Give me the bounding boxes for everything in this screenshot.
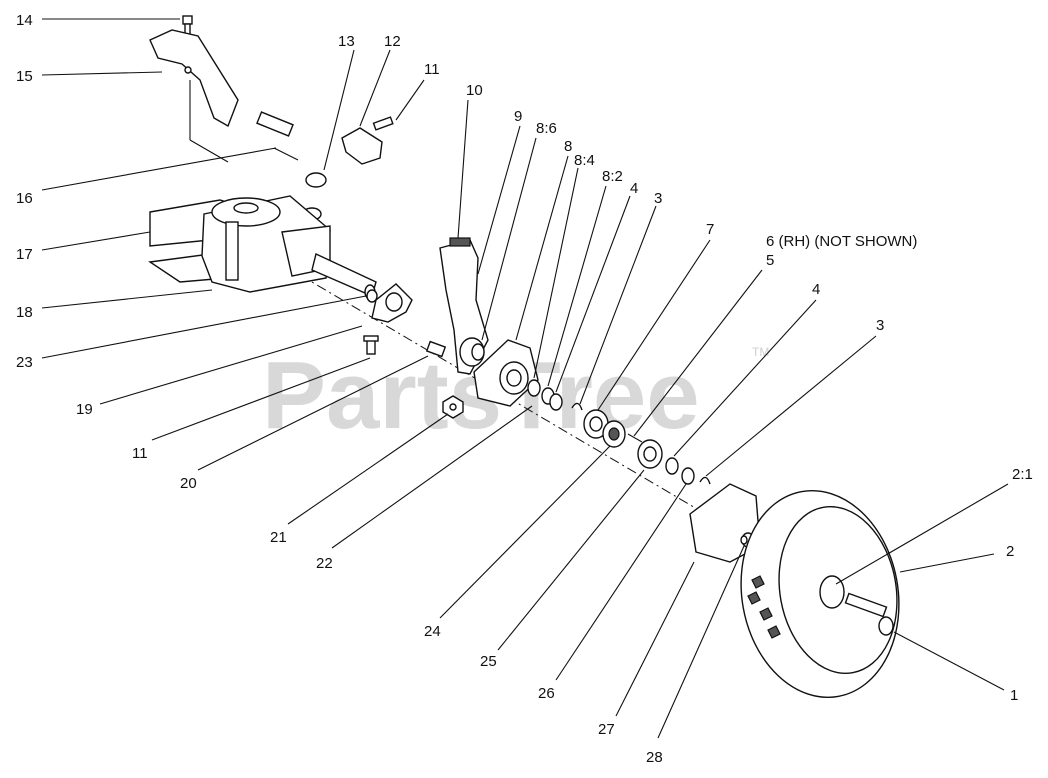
callout-5: 5 — [766, 252, 774, 269]
callout-23: 23 — [16, 354, 33, 371]
part-20-bolt — [425, 340, 447, 358]
callout-6-rh-not-shown: 6 (RH) (NOT SHOWN) — [766, 233, 917, 250]
part-9-bushing — [459, 337, 485, 367]
part-26-washer — [681, 467, 695, 485]
part-11-screw-top — [372, 116, 394, 131]
part-21-nut — [442, 395, 464, 419]
part-12-clip — [341, 127, 383, 165]
callout-2-1: 2:1 — [1012, 466, 1033, 483]
callout-9: 9 — [514, 108, 522, 125]
callout-1: 1 — [1010, 687, 1018, 704]
part-5-pin — [627, 433, 643, 443]
leader-lines — [41, 18, 1009, 739]
part-3-retainer-a — [571, 402, 583, 411]
callout-4-top: 4 — [630, 180, 638, 197]
callout-11-top: 11 — [424, 61, 440, 78]
part-24-bearing — [602, 420, 626, 448]
callout-10: 10 — [466, 82, 483, 99]
part-2-wheel — [740, 489, 900, 699]
callout-20: 20 — [180, 475, 197, 492]
callout-11-bottom: 11 — [132, 445, 148, 462]
part-16-pin — [256, 111, 299, 161]
part-19-bearing-bracket — [371, 283, 413, 323]
part-4-washer-a — [549, 393, 563, 411]
callout-3-lower: 3 — [876, 317, 884, 334]
callout-3-top: 3 — [654, 190, 662, 207]
callout-16: 16 — [16, 190, 33, 207]
callout-25: 25 — [480, 653, 497, 670]
callout-17: 17 — [16, 246, 33, 263]
callout-7: 7 — [706, 221, 714, 238]
part-3-retainer-b — [699, 476, 711, 485]
part-28-dust-cover — [740, 535, 748, 545]
part-8-4-spacer — [527, 379, 541, 397]
part-25-pinion-gear — [637, 439, 663, 469]
part-15-bracket — [149, 29, 239, 163]
callout-4-lower: 4 — [812, 281, 820, 298]
callout-8-4: 8:4 — [574, 152, 595, 169]
part-8-adjust-plate — [473, 339, 539, 407]
callout-8-2: 8:2 — [602, 168, 623, 185]
callout-28: 28 — [646, 749, 663, 766]
callout-12: 12 — [384, 33, 401, 50]
callout-18: 18 — [16, 304, 33, 321]
callout-24: 24 — [424, 623, 441, 640]
watermark-trademark: TM — [752, 345, 769, 359]
callout-8-6: 8:6 — [536, 120, 557, 137]
part-14-bolt — [182, 15, 193, 37]
callout-19: 19 — [76, 401, 93, 418]
callout-27: 27 — [598, 721, 615, 738]
callout-14: 14 — [16, 12, 33, 29]
callout-8: 8 — [564, 138, 572, 155]
callout-15: 15 — [16, 68, 33, 85]
callout-22: 22 — [316, 555, 333, 572]
part-17-transmission — [148, 195, 331, 293]
part-4-washer-b — [665, 457, 679, 475]
part-1-wheel-bolt — [844, 592, 894, 636]
callout-2: 2 — [1006, 543, 1014, 560]
callout-13: 13 — [338, 33, 355, 50]
callout-21: 21 — [270, 529, 287, 546]
part-11-screw-bottom — [363, 335, 379, 355]
callout-26: 26 — [538, 685, 555, 702]
part-23-washer — [366, 289, 378, 303]
